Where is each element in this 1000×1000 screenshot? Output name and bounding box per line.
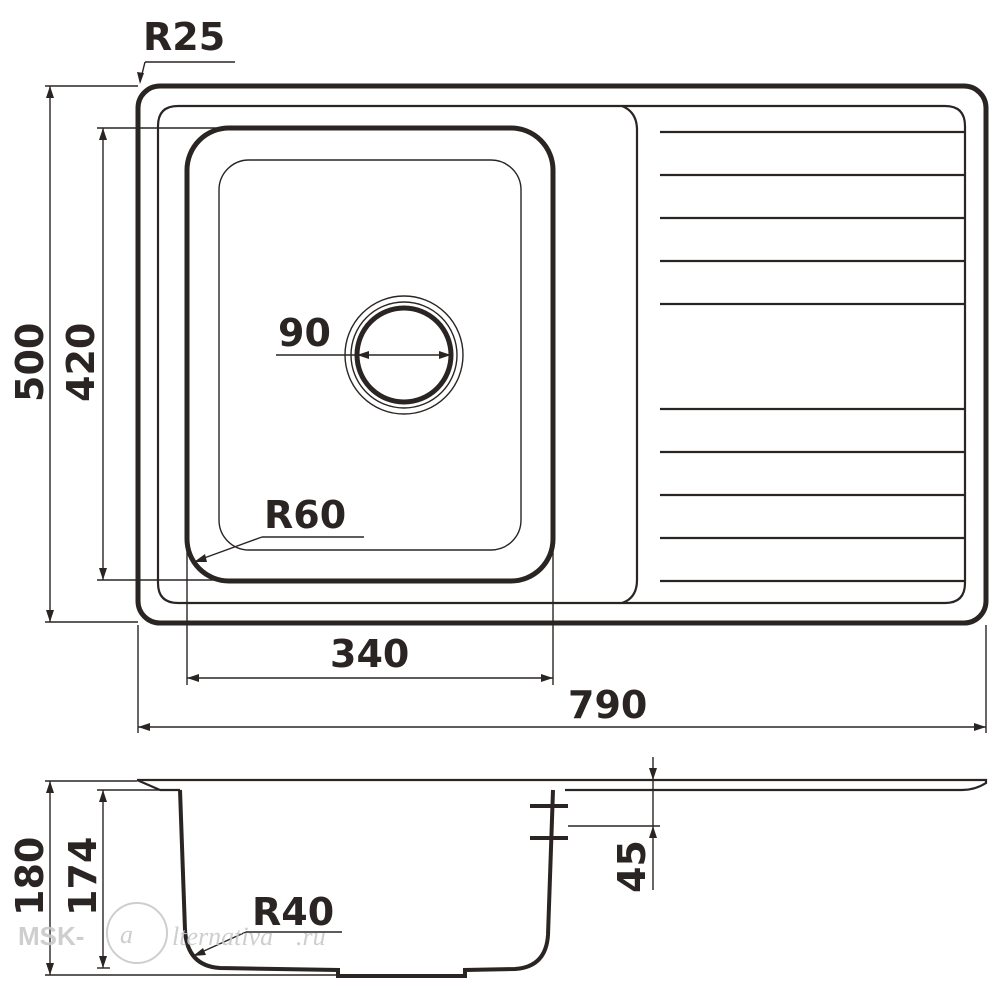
dimension-r40: R40 xyxy=(193,890,342,956)
dimension-label-500: 500 xyxy=(8,323,52,402)
dimension-label-180: 180 xyxy=(8,837,52,916)
sink-outer-outline xyxy=(135,83,989,626)
side-view: 180 174 45 R40 xyxy=(8,757,988,978)
dimension-45: 45 xyxy=(568,757,660,893)
dimension-label-174: 174 xyxy=(61,837,105,916)
dimension-label-r25: R25 xyxy=(143,15,225,59)
svg-text:a: a xyxy=(120,920,133,949)
sink-inner-rim xyxy=(156,104,967,605)
bowl-outer-outline xyxy=(184,125,556,584)
bowl-inner-outline xyxy=(218,159,522,551)
dimension-r25: R25 xyxy=(137,15,235,84)
watermark-script: lternativa xyxy=(172,922,273,951)
watermark-suffix: .ru xyxy=(296,922,326,951)
dimension-340: 340 xyxy=(186,545,554,685)
dimension-174: 174 xyxy=(61,789,160,969)
dimension-500: 500 xyxy=(8,85,138,623)
dimension-label-r40: R40 xyxy=(252,890,334,934)
watermark-prefix: MSK- xyxy=(18,921,84,951)
drainboard-divider xyxy=(621,104,639,605)
dimension-label-90: 90 xyxy=(278,311,331,355)
dimension-90: 90 xyxy=(276,311,451,359)
side-bowl-profile xyxy=(178,789,555,978)
dimension-790: 790 xyxy=(137,625,987,733)
dimension-label-r60: R60 xyxy=(264,493,346,537)
side-flange xyxy=(137,778,988,792)
drainboard-ribs xyxy=(660,130,965,583)
top-view: R25 500 420 90 xyxy=(8,15,989,733)
dimension-label-340: 340 xyxy=(330,632,409,676)
dimension-label-790: 790 xyxy=(568,683,647,727)
dimension-420: 420 xyxy=(59,127,218,581)
dimension-r60: R60 xyxy=(194,493,364,562)
dimension-180: 180 xyxy=(8,780,340,976)
dimension-label-45: 45 xyxy=(610,840,654,893)
watermark-logo: MSK- a lternativa .ru xyxy=(18,902,326,964)
watermark-at-ring xyxy=(106,902,168,964)
dimension-label-420: 420 xyxy=(59,323,103,402)
